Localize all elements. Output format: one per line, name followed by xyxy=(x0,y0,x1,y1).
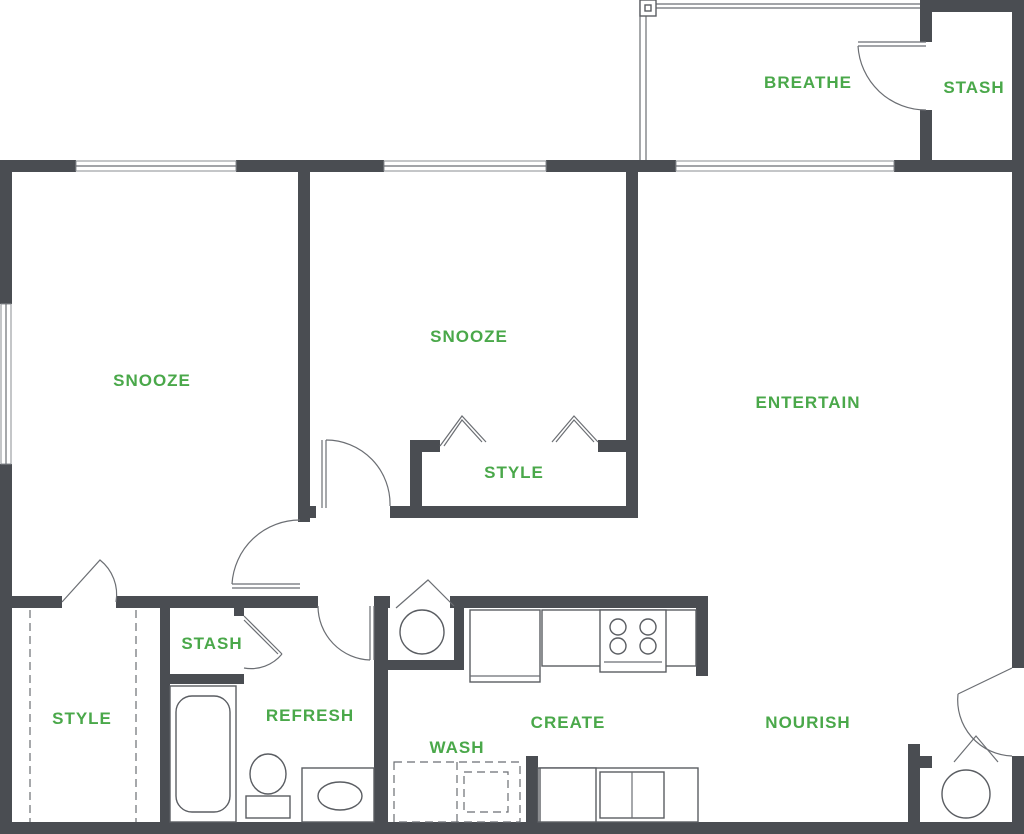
room-label-wash: WASH xyxy=(429,738,485,757)
room-label-style-mid: STYLE xyxy=(484,463,544,482)
room-label-create: CREATE xyxy=(530,713,606,732)
room-label-snooze-left: SNOOZE xyxy=(113,371,191,390)
windows xyxy=(0,0,920,465)
fixtures xyxy=(29,609,991,823)
room-label-stash-top: STASH xyxy=(943,78,1005,97)
doors xyxy=(61,41,1013,763)
room-label-stash-small: STASH xyxy=(181,634,243,653)
room-label-entertain: ENTERTAIN xyxy=(755,393,861,412)
room-label-snooze-mid: SNOOZE xyxy=(430,327,508,346)
room-label-nourish: NOURISH xyxy=(765,713,851,732)
room-label-refresh: REFRESH xyxy=(265,706,355,725)
room-label-style-left: STYLE xyxy=(52,709,112,728)
room-label-breathe: BREATHE xyxy=(764,73,852,92)
